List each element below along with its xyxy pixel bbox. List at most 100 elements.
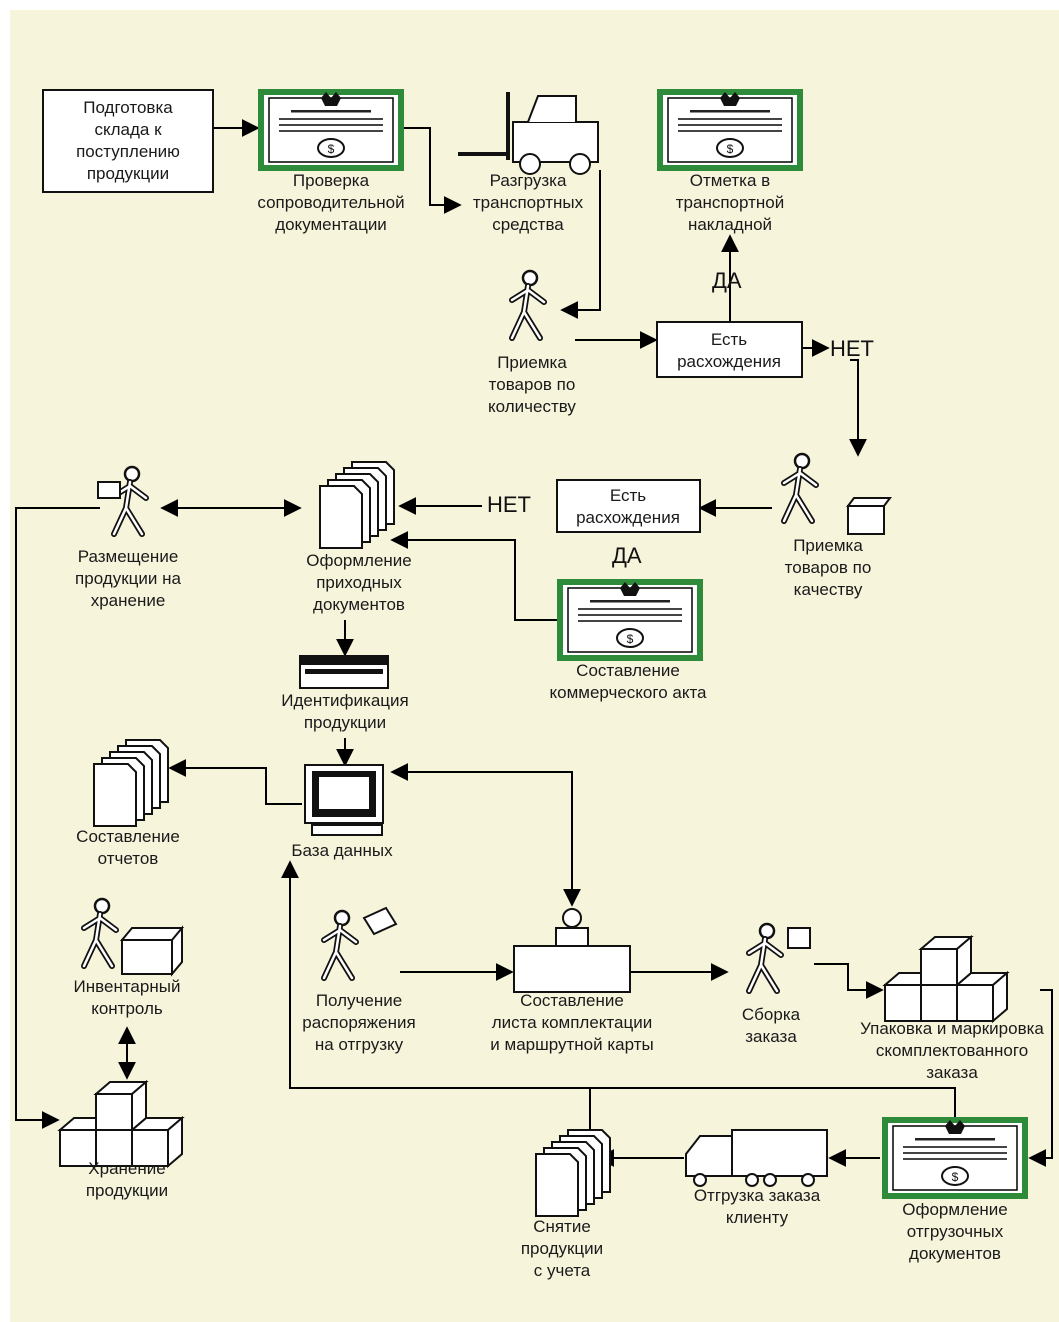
label-write-off: Снятие продукции с учета <box>521 1217 603 1280</box>
label-picking-list: Составление листа комплектации и маршрутно… <box>490 991 653 1054</box>
label-line: товаров по <box>489 375 576 394</box>
label-reports: Составление отчетов <box>76 827 180 868</box>
packing-icon <box>884 936 1008 1022</box>
label-prep: Подготовка склада к поступлению продукции <box>76 98 180 183</box>
label-commercial-act: Составление коммерческого акта <box>549 661 707 702</box>
label-line: Есть <box>711 330 747 349</box>
decision-no-2: НЕТ <box>487 492 531 517</box>
label-line: на отгрузку <box>315 1035 404 1054</box>
discrepancy2-box <box>556 479 701 533</box>
label-inventory: Инвентарный контроль <box>74 977 181 1018</box>
label-line: Составление <box>76 827 180 846</box>
label-line: скомплектованного <box>876 1041 1028 1060</box>
label-ship-client: Отгрузка заказа клиенту <box>694 1186 821 1227</box>
label-line: накладной <box>688 215 772 234</box>
label-line: расхождения <box>576 508 680 527</box>
label-line: и маршрутной карты <box>490 1035 653 1054</box>
label-line: листа комплектации <box>492 1013 652 1032</box>
label-packing: Упаковка и маркировка скомплектованного за… <box>860 1019 1044 1082</box>
shipping-docs-icon <box>885 1120 1025 1196</box>
check-docs-icon <box>261 92 401 168</box>
decision-yes-2: ДА <box>612 543 642 568</box>
worker-quality-icon <box>784 454 892 535</box>
label-line: документов <box>313 595 405 614</box>
label-database: База данных <box>291 841 393 860</box>
label-check-docs: Проверка сопроводительной документации <box>257 171 404 234</box>
label-line: Отгрузка заказа <box>694 1186 821 1205</box>
label-line: База данных <box>291 841 393 860</box>
label-line: Инвентарный <box>74 977 181 996</box>
write-off-icon <box>535 1129 611 1217</box>
label-line: заказа <box>745 1027 797 1046</box>
label-line: Идентификация <box>281 691 408 710</box>
label-mark-waybill: Отметка в транспортной накладной <box>676 171 784 234</box>
label-line: отгрузочных <box>907 1222 1004 1241</box>
label-line: Снятие <box>533 1217 591 1236</box>
label-line: с учета <box>534 1261 591 1280</box>
reports-icon <box>93 739 169 827</box>
label-line: распоряжения <box>302 1013 415 1032</box>
label-line: продукции <box>521 1239 603 1258</box>
computer-icon <box>304 764 384 836</box>
label-line: Разгрузка <box>490 171 567 190</box>
label-line: поступлению <box>76 142 180 161</box>
label-line: продукции <box>304 713 386 732</box>
label-identification: Идентификация продукции <box>281 691 408 732</box>
label-unload: Разгрузка транспортных средства <box>473 171 584 234</box>
label-line: количеству <box>488 397 576 416</box>
label-line: хранение <box>91 591 166 610</box>
label-line: Составление <box>520 991 624 1010</box>
label-line: заказа <box>926 1063 978 1082</box>
label-receipt-docs: Оформление приходных документов <box>306 551 412 614</box>
label-line: Размещение <box>78 547 179 566</box>
label-line: склада к <box>94 120 162 139</box>
label-line: Оформление <box>306 551 412 570</box>
scanner-icon <box>299 655 389 689</box>
label-line: приходных <box>316 573 402 592</box>
label-line: Упаковка и маркировка <box>860 1019 1044 1038</box>
storage-icon <box>59 1081 183 1167</box>
label-line: Получение <box>316 991 402 1010</box>
label-line: средства <box>492 215 564 234</box>
label-line: клиенту <box>726 1208 789 1227</box>
prep-box <box>42 89 214 193</box>
truck-icon <box>685 1129 828 1187</box>
label-discrepancy1: Есть расхождения <box>677 330 781 371</box>
worker-qty-icon <box>512 271 544 338</box>
label-line: документов <box>909 1244 1001 1263</box>
order-receipt-icon <box>324 906 398 978</box>
decision-no-1: НЕТ <box>830 336 874 361</box>
label-line: коммерческого акта <box>549 683 707 702</box>
label-placement: Размещение продукции на хранение <box>75 547 181 610</box>
label-line: продукции на <box>75 569 181 588</box>
label-line: транспортных <box>473 193 584 212</box>
label-line: Отметка в <box>690 171 770 190</box>
label-shipping-order: Получение распоряжения на отгрузку <box>302 991 415 1054</box>
receipt-docs-icon <box>319 461 395 549</box>
label-line: продукции <box>87 164 169 183</box>
label-line: контроль <box>91 999 163 1018</box>
label-line: отчетов <box>98 849 159 868</box>
label-line: Проверка <box>293 171 370 190</box>
placement-icon <box>97 467 146 534</box>
assembly-icon <box>749 924 811 991</box>
label-line: сопроводительной <box>257 193 404 212</box>
label-line: Сборка <box>742 1005 801 1024</box>
label-line: транспортной <box>676 193 784 212</box>
label-line: Подготовка <box>83 98 173 117</box>
label-line: документации <box>275 215 387 234</box>
label-line: Оформление <box>902 1200 1008 1219</box>
forklift-icon <box>458 92 599 175</box>
label-line: расхождения <box>677 352 781 371</box>
commercial-act-icon <box>560 582 700 658</box>
decision-yes-1: ДА <box>712 268 742 293</box>
label-line: Приемка <box>793 536 863 555</box>
label-line: Составление <box>576 661 680 680</box>
discrepancy1-box <box>656 321 803 378</box>
